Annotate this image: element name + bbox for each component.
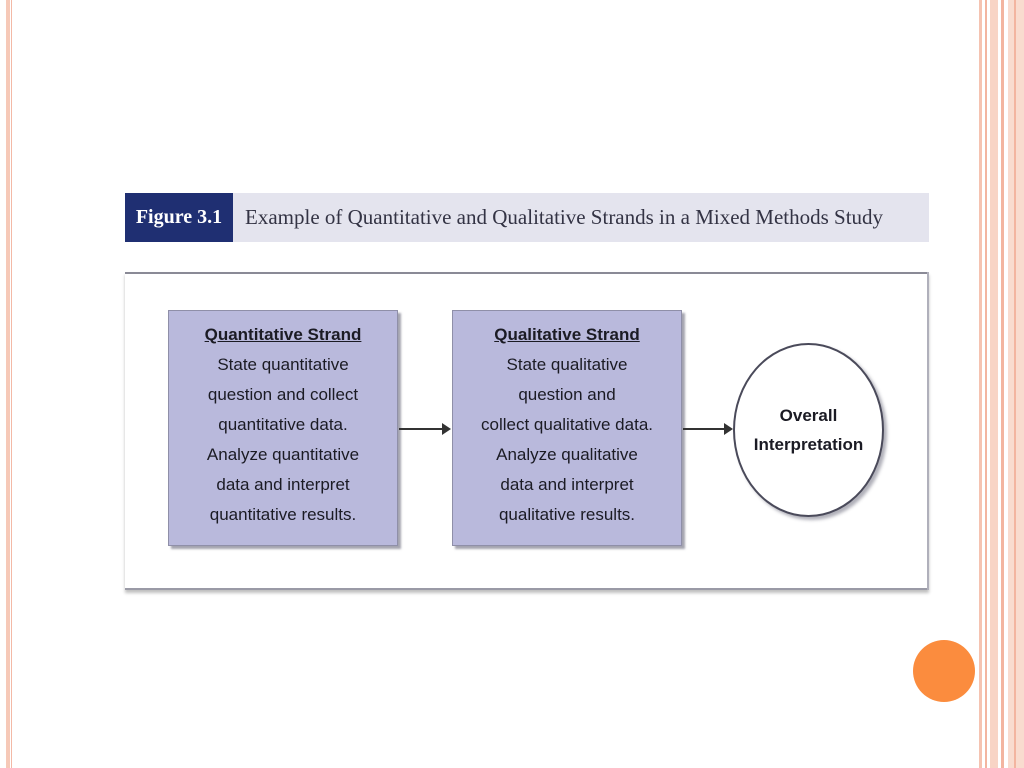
qualitative-strand-title: Qualitative Strand: [494, 325, 640, 344]
overall-interpretation-node: Overall Interpretation: [733, 343, 884, 517]
interpretation-text: Overall: [779, 406, 838, 425]
qualitative-strand-box: Qualitative Strand State qualitative que…: [452, 310, 682, 546]
quantitative-strand-text: State quantitative: [217, 355, 349, 374]
flow-arrow: [399, 423, 451, 435]
qualitative-strand-text: Analyze qualitative: [496, 445, 638, 464]
slide-right-border: [985, 0, 987, 768]
quantitative-strand-text: quantitative data.: [218, 415, 348, 434]
qualitative-strand-text: data and interpret: [500, 475, 634, 494]
quantitative-strand-text: quantitative results.: [209, 505, 357, 524]
slide-right-border: [979, 0, 982, 768]
quantitative-strand-text: data and interpret: [216, 475, 350, 494]
qualitative-strand-text: question and: [518, 385, 616, 404]
figure-body-edge: [927, 272, 929, 590]
accent-dot: [913, 640, 975, 702]
quantitative-strand-box: Quantitative Strand State quantitative q…: [168, 310, 398, 546]
slide-left-border: [6, 0, 10, 768]
slide-right-border: [1008, 0, 1024, 768]
quantitative-strand-text: Analyze quantitative: [206, 445, 360, 464]
qualitative-strand-text: collect qualitative data.: [481, 415, 653, 434]
slide-left-border-line: [11, 0, 12, 768]
qualitative-strand-text: State qualitative: [506, 355, 628, 374]
quantitative-strand-text: question and collect: [207, 385, 359, 404]
figure-header: Figure 3.1 Example of Quantitative and Q…: [125, 193, 929, 242]
qualitative-strand-text: qualitative results.: [498, 505, 636, 524]
figure-caption: Example of Quantitative and Qualitative …: [245, 205, 884, 229]
quantitative-strand-title: Quantitative Strand: [204, 325, 362, 344]
slide-right-border: [1001, 0, 1004, 768]
figure-label: Figure 3.1: [125, 193, 233, 242]
slide-right-border: [1014, 0, 1016, 768]
flow-arrow: [683, 423, 733, 435]
slide-right-border: [990, 0, 998, 768]
interpretation-text: Interpretation: [753, 435, 864, 454]
